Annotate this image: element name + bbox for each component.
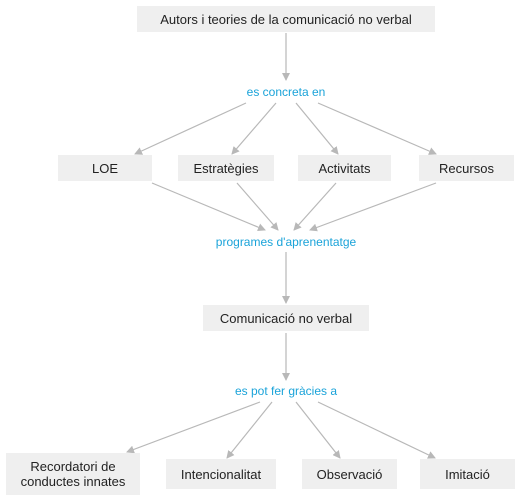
link-es-pot-fer-gracies-a: es pot fer gràcies a <box>234 384 338 398</box>
concept-recursos[interactable]: Recursos <box>419 155 514 181</box>
concept-activitats[interactable]: Activitats <box>298 155 391 181</box>
edge-link3-to-recordatori <box>126 401 261 454</box>
concept-comunicacio-no-verbal[interactable]: Comunicació no verbal <box>203 305 369 331</box>
concept-estrategies[interactable]: Estratègies <box>178 155 274 181</box>
edge-recursos-to-link2 <box>309 182 437 232</box>
concept-loe[interactable]: LOE <box>58 155 152 181</box>
edge-loe-to-link2 <box>151 182 266 232</box>
concept-root[interactable]: Autors i teories de la comunicació no ve… <box>137 6 435 32</box>
concept-observacio[interactable]: Observació <box>302 459 397 489</box>
concept-imitacio[interactable]: Imitació <box>420 459 515 489</box>
edge-link1-to-activitats <box>295 102 339 155</box>
link-es-concreta-en: es concreta en <box>246 85 326 99</box>
edge-link3-to-intencionalitat <box>226 401 273 459</box>
edge-link1-to-estrategies <box>231 102 277 155</box>
concept-intencionalitat[interactable]: Intencionalitat <box>166 459 276 489</box>
edge-link3-to-imitacio <box>317 401 436 459</box>
edge-activitats-to-link2 <box>293 182 337 231</box>
link-programes-aprenentatge: programes d'aprenentatge <box>215 235 357 249</box>
edge-estrategies-to-link2 <box>236 182 279 231</box>
edge-link1-to-loe <box>134 102 247 155</box>
concept-recordatori-conductes-innates[interactable]: Recordatori de conductes innates <box>6 453 140 495</box>
edge-link3-to-observacio <box>295 401 341 459</box>
edge-link1-to-recursos <box>317 102 437 155</box>
